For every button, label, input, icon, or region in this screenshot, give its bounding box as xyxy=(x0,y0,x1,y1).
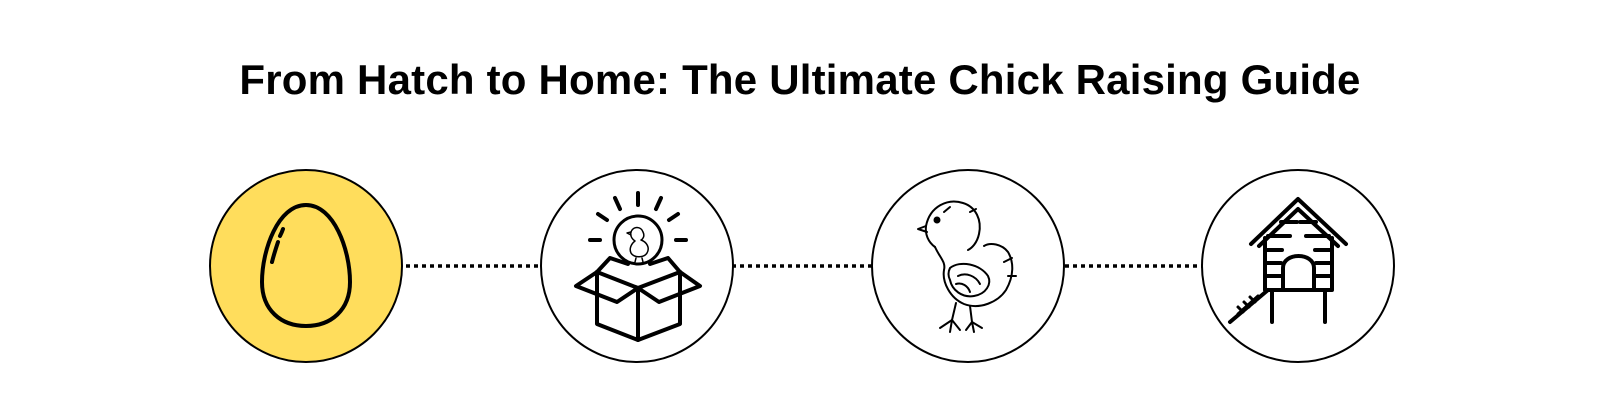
page-title: From Hatch to Home: The Ultimate Chick R… xyxy=(239,56,1361,103)
step-circle-3 xyxy=(871,169,1065,363)
step-circle-1 xyxy=(209,169,403,363)
box-with-chick-icon xyxy=(574,191,702,342)
step-egg xyxy=(209,169,403,363)
chicken-coop-icon xyxy=(1228,197,1348,324)
step-coop xyxy=(1201,169,1395,363)
chick-icon xyxy=(917,200,1017,333)
step-circle-4 xyxy=(1201,169,1395,363)
egg-icon xyxy=(260,203,352,328)
step-circle-2 xyxy=(540,169,734,363)
step-chick xyxy=(871,169,1065,363)
step-box xyxy=(540,169,734,363)
